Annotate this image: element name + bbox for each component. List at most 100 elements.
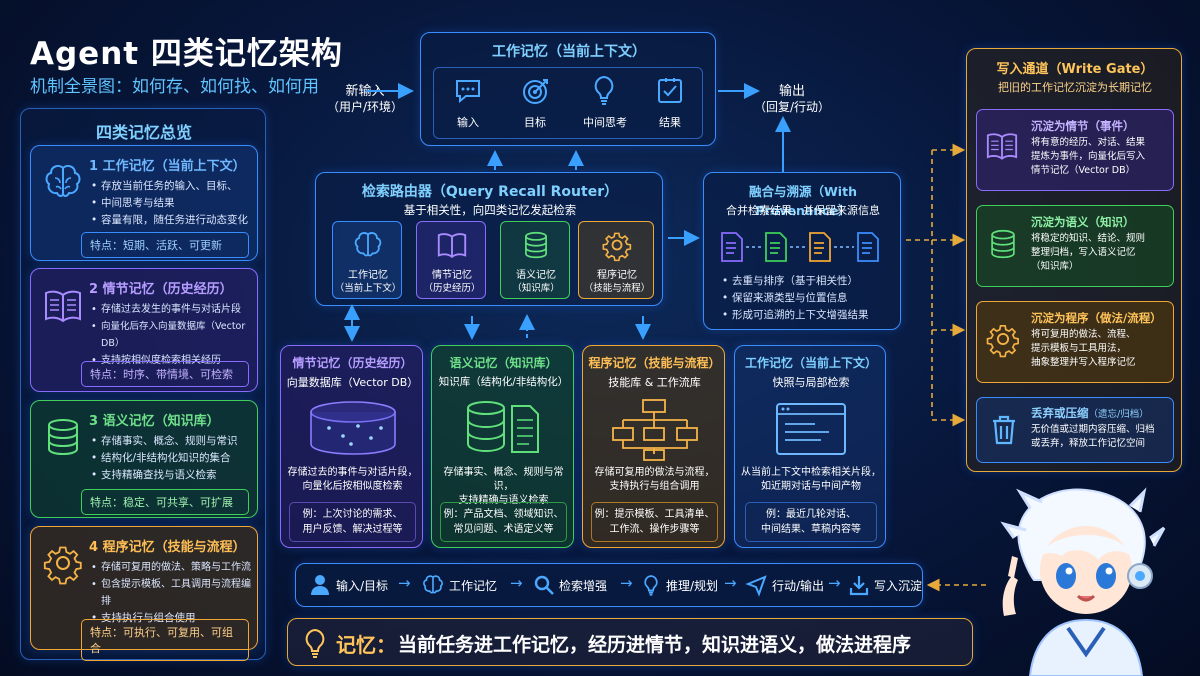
fusion-box: 融合与溯源（With Provenance） 合并检索结果，并保留来源信息 去重… (703, 172, 901, 330)
send-icon (745, 575, 767, 597)
database-icon (48, 419, 78, 456)
store-desc-line: 存储可复用的做法与流程， (594, 467, 715, 478)
gate-item-title-note: （遗忘/归档） (1088, 409, 1149, 420)
gate-item-title: 沉淀为语义（知识） (1031, 215, 1135, 229)
gate-item-desc: 将有意的经历、对话、结果 提炼为事件，向量化后写入 情节记忆（Vector DB… (1031, 136, 1173, 178)
store-desc-line: 如近期对话与中间产物 (761, 481, 861, 492)
gear-icon (43, 546, 82, 585)
router-target-procedural: 程序记忆 （技能与流程） (578, 221, 654, 299)
pipeline-step: 工作记忆 (449, 579, 498, 593)
store-title: 语义记忆（知识库） (449, 356, 558, 370)
store-example-line: 例：上次讨论的需求、 (302, 509, 403, 520)
query-router-box: 检索路由器（Query Recall Router） 基于相关性，向四类记忆发起… (315, 172, 663, 306)
router-target-episodic: 情节记忆 （历史经历） (416, 221, 486, 299)
gate-desc-line: 抽象整理并写入程序记忆 (1031, 357, 1136, 368)
overview-heading: 2 情节记忆（历史经历） (89, 282, 233, 297)
pipeline-step: 写入沉淀 (874, 579, 923, 593)
router-target-label: 程序记忆 (597, 270, 637, 281)
gate-item-title-main: 丢弃或压缩 (1031, 406, 1089, 420)
bullet: 存储过去发生的事件与对话片段 (89, 301, 257, 318)
feature-badge: 特点：时序、带情境、可检索 (81, 361, 249, 387)
router-target-label: 工作记忆 (348, 270, 388, 281)
bullet: 支持按相似度检索相关经历 (89, 352, 257, 369)
feature-badge: 特点：可执行、可复用、可组合 (81, 619, 249, 661)
router-target-label: 语义记忆 (516, 270, 556, 281)
store-desc-line: 存储过去的事件与对话片段， (287, 467, 418, 478)
store-title: 程序记忆（技能与流程） (588, 356, 721, 370)
fusion-title: 融合与溯源（With Provenance） (749, 184, 857, 218)
store-example-line: 常见问题、术语定义等 (453, 524, 554, 535)
router-target-label: 情节记忆 (432, 270, 472, 281)
overview-card-episodic: 2 情节记忆（历史经历） 存储过去发生的事件与对话片段 向量化后存入向量数据库（… (30, 268, 258, 392)
summary-lead: 记忆： (336, 633, 396, 657)
write-gate-procedural: 沉淀为程序（做法/流程） 将可复用的做法、流程、 提示模板与工具用法， 抽象整理… (976, 301, 1174, 383)
store-subtitle: 快照与局部检索 (772, 376, 850, 389)
gate-desc-line: 将有意的经历、对话、结果 (1031, 137, 1146, 148)
write-gate-title: 写入通道（Write Gate） (996, 62, 1154, 77)
bullet: 形成可追溯的上下文增强结果 (720, 307, 900, 324)
gear-icon (986, 324, 1019, 358)
wm-item-label: 结果 (659, 116, 681, 129)
overview-bullets: 存储过去发生的事件与对话片段 向量化后存入向量数据库（Vector DB） 支持… (89, 301, 257, 369)
search-icon (534, 575, 554, 595)
bulb-icon (305, 628, 325, 658)
gate-desc-line: 整理归档，写入语义记忆 (1031, 247, 1136, 258)
overview-heading: 4 程序记忆（技能与流程） (89, 540, 246, 555)
pipeline-step: 推理/规划 (666, 579, 719, 593)
mascot-illustration (1000, 487, 1166, 676)
store-desc: 从当前上下文中检索相关片段， 如近期对话与中间产物 (737, 466, 885, 494)
router-target-working: 工作记忆 （当前上下文） (332, 221, 402, 299)
brain-icon (45, 164, 81, 197)
router-target-semantic: 语义记忆 （知识库） (500, 221, 570, 299)
store-example-line: 例：产品文档、领域知识、 (443, 509, 564, 520)
gate-desc-line: 将可复用的做法、流程、 (1031, 329, 1136, 340)
store-working: 工作记忆（当前上下文） 快照与局部检索 从当前上下文中检索相关片段， 如近期对话… (734, 345, 886, 548)
working-memory-items: 输入 目标 中间思考 结果 (433, 67, 703, 139)
gate-desc-line: 提示模板与工具用法， (1031, 343, 1127, 354)
input-label: 新输入 (345, 84, 385, 99)
workflow-icon (612, 399, 698, 461)
gate-desc-line: 或丢弃，释放工作记忆空间 (1031, 438, 1146, 449)
checklist-icon (658, 78, 682, 103)
write-gate-episodic: 沉淀为情节（事件） 将有意的经历、对话、结果 提炼为事件，向量化后写入 情节记忆… (976, 109, 1174, 191)
router-target-sub: （当前上下文） (334, 283, 402, 294)
working-memory-box: 工作记忆（当前上下文） 输入 目标 中间思考 结果 (420, 32, 716, 146)
router-title: 检索路由器（Query Recall Router） (361, 184, 619, 200)
fusion-subtitle: 合并检索结果，并保留来源信息 (726, 204, 880, 217)
store-example-line: 例：提示模板、工具清单、 (594, 509, 715, 520)
bullet: 中间思考与结果 (89, 195, 257, 212)
router-target-sub: （知识库） (512, 283, 560, 294)
feature-badge: 特点：稳定、可共享、可扩展 (81, 489, 249, 515)
working-memory-title: 工作记忆（当前上下文） (492, 44, 646, 60)
book-icon (45, 290, 81, 323)
book-icon (437, 233, 467, 259)
store-example: 例：提示模板、工具清单、 工作流、操作步骤等 (591, 502, 718, 542)
bullet: 存放当前任务的输入、目标、 (89, 178, 257, 195)
store-example: 例：上次讨论的需求、 用户反馈、解决过程等 (289, 502, 416, 542)
pipeline-arrow-icon: → (828, 574, 841, 592)
store-example-line: 用户反馈、解决过程等 (302, 524, 403, 535)
overview-heading: 1 工作记忆（当前上下文） (89, 159, 246, 174)
store-desc-line: 从当前上下文中检索相关片段， (741, 467, 881, 478)
store-title: 工作记忆（当前上下文） (744, 356, 877, 370)
overview-bullets: 存储可复用的做法、策略与工作流 包含提示模板、工具调用与流程编排 支持执行与组合… (89, 559, 257, 627)
gate-item-desc: 无价值或过期内容压缩、归档 或丢弃，释放工作记忆空间 (1031, 423, 1173, 451)
gate-item-desc: 将稳定的知识、结论、规则 整理归档，写入语义记忆 （知识库） (1031, 232, 1173, 274)
page-subtitle: 机制全景图：如何存、如何找、如何用 (30, 77, 319, 97)
bulb-icon (644, 575, 658, 596)
store-title: 情节记忆（历史经历） (292, 356, 413, 370)
store-desc-line: 支持执行与组合调用 (609, 481, 700, 492)
gate-desc-line: 提炼为事件，向量化后写入 (1031, 151, 1146, 162)
wm-item-label: 目标 (524, 116, 546, 129)
bullet: 结构化/非结构化知识的集合 (89, 450, 257, 467)
overview-card-working: 1 工作记忆（当前上下文） 存放当前任务的输入、目标、 中间思考与结果 容量有限… (30, 145, 258, 261)
gate-item-title: 沉淀为程序（做法/流程） (1031, 311, 1162, 325)
store-subtitle: 向量数据库（Vector DB） (286, 376, 419, 389)
store-desc: 存储事实、概念、规则与常识， 支持精确与语义检索 (436, 466, 571, 508)
bullet: 支持执行与组合使用 (89, 610, 257, 627)
pipeline-step: 行动/输出 (772, 579, 825, 593)
store-desc: 存储可复用的做法与流程， 支持执行与组合调用 (587, 466, 722, 494)
wm-item-label: 中间思考 (583, 116, 627, 129)
store-desc-line: 存储事实、概念、规则与常识， (443, 467, 564, 492)
